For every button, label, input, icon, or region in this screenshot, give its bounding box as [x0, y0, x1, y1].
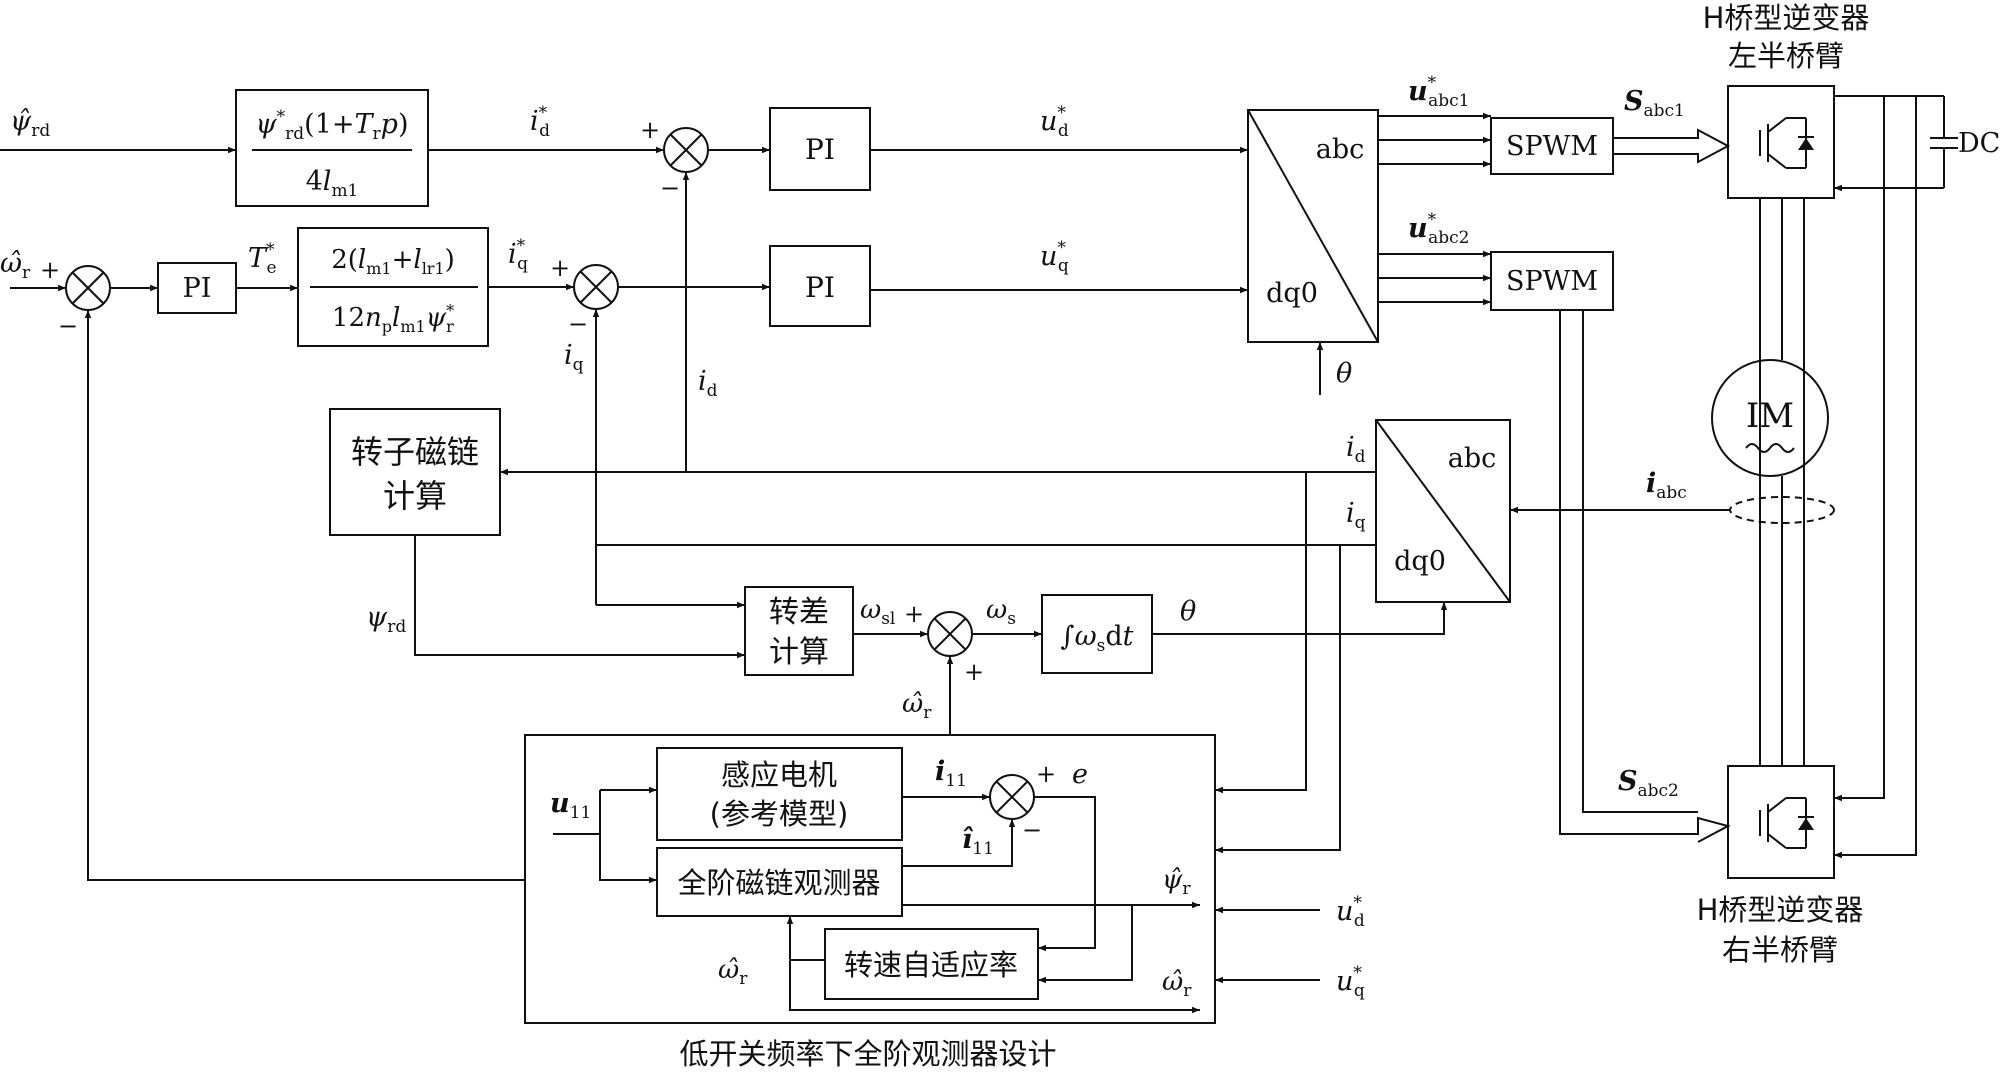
svg-text:u*d: u*d — [1040, 103, 1069, 141]
spwm-block-2: SPWM — [1490, 251, 1614, 311]
svg-text:ωs: ωs — [986, 595, 1016, 629]
signal-labels: ψ̂rd i*d u*d u*q ω̂r T*e i*q u*abc1 u*ab… — [0, 73, 2000, 1001]
rotor-flux-calc-block: 转子磁链 计算 — [329, 408, 501, 536]
pi-d-block: PI — [769, 107, 871, 191]
svg-text:u*abc2: u*abc2 — [1408, 210, 1470, 248]
svg-text:+: + — [550, 254, 570, 282]
svg-text:ω̂r: ω̂r — [718, 955, 748, 989]
sum-junction-slip — [927, 611, 973, 657]
connections — [0, 95, 1958, 1014]
svg-text:−: − — [568, 310, 588, 338]
svg-text:u*d: u*d — [1336, 893, 1365, 931]
svg-text:ωsl: ωsl — [860, 595, 895, 629]
svg-text:iq: iq — [564, 340, 584, 375]
svg-text:i11: i11 — [935, 756, 967, 791]
pi-d-label: PI — [805, 133, 835, 166]
slip-calc-line2: 计算 — [769, 635, 829, 670]
rotor-flux-calc-line2: 计算 — [383, 477, 447, 515]
abc-label-2: abc — [1448, 443, 1497, 474]
abc-label: abc — [1316, 134, 1365, 165]
svg-text:i*d: i*d — [530, 103, 550, 141]
sum-junction-speed — [65, 265, 111, 311]
sum-junction-error — [989, 774, 1035, 820]
dq0-label-2: dq0 — [1394, 546, 1446, 577]
svg-text:+: + — [964, 658, 984, 686]
svg-text:−: − — [1022, 816, 1042, 844]
inv-right-title-1: H桥型逆变器 — [1697, 893, 1864, 927]
abc-to-dq0-transform: abc dq0 — [1375, 419, 1511, 603]
pi-speed-label: PI — [183, 273, 212, 304]
svg-text:u*q: u*q — [1336, 963, 1365, 1001]
svg-text:Sabc1: Sabc1 — [1624, 86, 1685, 121]
svg-text:iq: iq — [1346, 498, 1366, 533]
torque-current-gain-block: 2(lm1+llr1) 12nplm1ψ*r — [297, 227, 489, 347]
svg-text:ω̂r: ω̂r — [902, 689, 932, 723]
svg-text:id: id — [1346, 432, 1366, 467]
svg-text:ω̂r: ω̂r — [0, 248, 31, 283]
error-label: e — [1072, 759, 1088, 790]
slip-calc-line1: 转差 — [769, 595, 829, 630]
slip-calc-block: 转差 计算 — [744, 586, 854, 676]
dq0-to-abc-transform: abc dq0 — [1247, 109, 1379, 343]
spwm-1-label: SPWM — [1506, 131, 1598, 162]
spwm-block-1: SPWM — [1490, 117, 1614, 175]
full-order-observer-block: 全阶磁链观测器 — [656, 847, 903, 917]
svg-text:T*e: T*e — [248, 240, 277, 278]
inv-right-title-2: 右半桥臂 — [1722, 933, 1838, 967]
speed-adaptive-law-block: 转速自适应率 — [824, 928, 1039, 1000]
svg-text:ψ*rd(1+Trp): ψ*rd(1+Trp) — [255, 107, 408, 144]
svg-text:+: + — [1036, 760, 1056, 788]
pi-q-label: PI — [805, 271, 835, 304]
sum-junction-q — [573, 264, 619, 310]
svg-text:2(lm1+llr1): 2(lm1+llr1) — [331, 245, 455, 278]
inv-left-title-2: 左半桥臂 — [1728, 39, 1844, 73]
theta-label-bottom: θ — [1180, 596, 1196, 627]
svg-text:i*q: i*q — [508, 236, 528, 274]
svg-text:ψrd: ψrd — [366, 602, 406, 637]
flux-reference-block: ψ*rd(1+Trp) 4lm1 — [235, 89, 429, 207]
svg-text:ω̂r: ω̂r — [1162, 967, 1192, 1001]
integrator-block: ∫ωsdt — [1041, 594, 1153, 674]
svg-text:∫ωsdt: ∫ωsdt — [1061, 621, 1134, 656]
svg-text:−: − — [660, 174, 680, 202]
svg-text:ψ̂r: ψ̂r — [1162, 865, 1191, 899]
svg-text:4lm1: 4lm1 — [306, 166, 359, 201]
svg-text:ψ̂rd: ψ̂rd — [10, 106, 50, 141]
dq0-label: dq0 — [1266, 278, 1318, 309]
svg-text:12nplm1ψ*r: 12nplm1ψ*r — [332, 301, 454, 336]
svg-text:+: + — [640, 116, 660, 144]
speed-adaptive-law-label: 转速自适应率 — [844, 948, 1018, 982]
svg-text:Sabc2: Sabc2 — [1618, 766, 1679, 801]
motor-label: IM — [1746, 396, 1794, 436]
svg-text:+: + — [904, 600, 924, 628]
inv-left-title-1: H桥型逆变器 — [1703, 1, 1870, 35]
sum-junction-d — [663, 127, 709, 173]
rotor-flux-calc-line1: 转子磁链 — [351, 433, 479, 471]
reference-model-block: 感应电机 (参考模型) — [656, 747, 903, 841]
pi-q-block: PI — [769, 245, 871, 327]
ref-model-line2: (参考模型) — [710, 797, 849, 831]
junction-signs: + − + − + − + + + − — [40, 116, 1056, 844]
svg-text:iabc: iabc — [1646, 468, 1687, 503]
dc-label: DC — [1958, 128, 2000, 159]
svg-text:id: id — [698, 366, 718, 401]
induction-motor: IM — [1711, 359, 1829, 477]
spwm-2-label: SPWM — [1506, 266, 1598, 297]
observer-section-title: 低开关频率下全阶观测器设计 — [679, 1037, 1056, 1071]
svg-text:u11: u11 — [550, 788, 591, 823]
captions: H桥型逆变器 左半桥臂 H桥型逆变器 右半桥臂 低开关频率下全阶观测器设计 — [679, 1, 1869, 1071]
ref-model-line1: 感应电机 — [721, 758, 837, 792]
svg-text:+: + — [40, 256, 60, 284]
h-bridge-inverter-right — [1727, 765, 1835, 879]
full-order-observer-label: 全阶磁链观测器 — [677, 866, 880, 900]
svg-text:î11: î11 — [962, 824, 994, 859]
svg-text:u*q: u*q — [1040, 238, 1069, 276]
theta-label-top: θ — [1336, 358, 1352, 389]
pi-speed-block: PI — [157, 262, 237, 314]
svg-text:u*abc1: u*abc1 — [1408, 73, 1470, 111]
svg-text:−: − — [58, 312, 78, 340]
h-bridge-inverter-left — [1727, 85, 1835, 199]
